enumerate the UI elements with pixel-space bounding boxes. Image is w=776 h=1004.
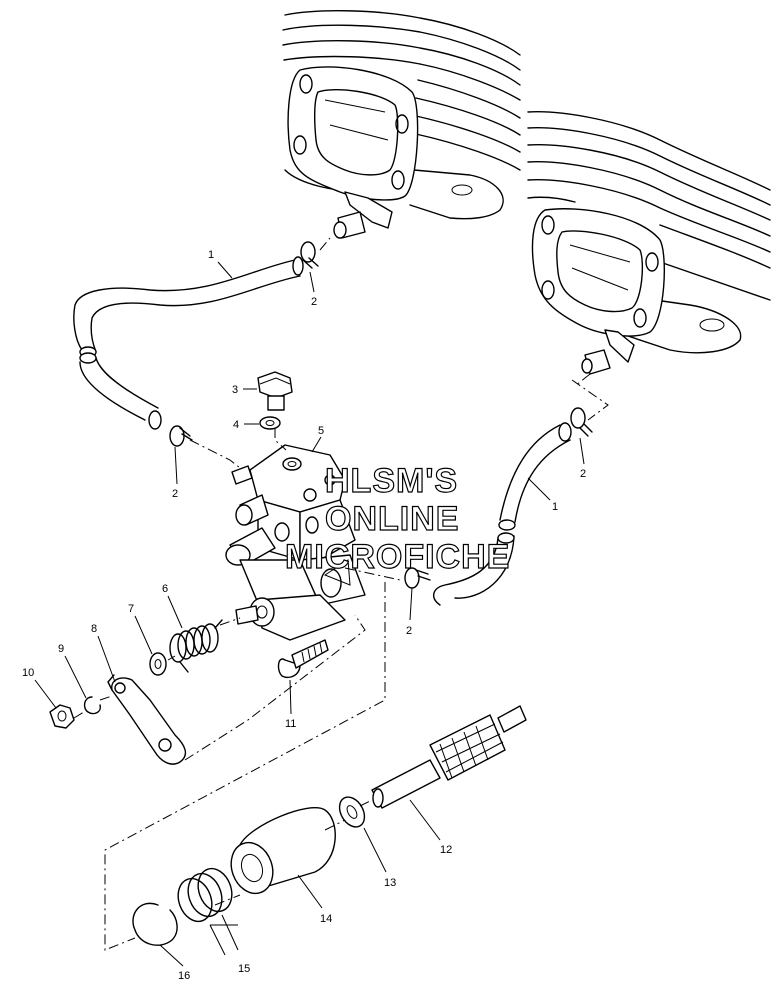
- callout-15: 15: [238, 963, 250, 975]
- shaft-washer: [338, 796, 366, 828]
- watermark-line-1: HLSM'S: [325, 462, 458, 500]
- clamp-1: [300, 241, 319, 269]
- callout-14: 14: [320, 913, 332, 925]
- sealing-washer: [259, 416, 281, 430]
- return-spring: [169, 619, 223, 673]
- lock-washer: [83, 696, 101, 715]
- watermark: HLSM'S ONLINE MICROFICHE: [284, 461, 510, 576]
- callout-8: 8: [91, 623, 97, 635]
- callout-7: 7: [128, 603, 134, 615]
- assembly-lines: [73, 237, 609, 951]
- callout-13: 13: [384, 877, 396, 889]
- callout-2-left: 2: [172, 488, 178, 500]
- callout-11: 11: [285, 718, 296, 730]
- callout-9: 9: [58, 643, 64, 655]
- hose-right: [433, 422, 572, 606]
- snap-ring: [132, 902, 178, 946]
- collar: [230, 807, 336, 895]
- pump-washer: [149, 652, 167, 676]
- leader-lines: [34, 261, 585, 967]
- callout-2-right: 2: [580, 468, 586, 480]
- cylinder-lower-right: [527, 111, 771, 375]
- mounting-bolt: [277, 639, 329, 679]
- callout-6: 6: [162, 583, 168, 595]
- callout-2-bottom: 2: [406, 625, 412, 637]
- clamp-2: [169, 425, 193, 447]
- banjo-bolt: [257, 371, 293, 411]
- callout-numbers: 1 2 2 3 4 5 6 7 8 9 10 11 12 13 14 15 16…: [22, 249, 586, 982]
- oil-pump: [225, 444, 366, 641]
- callout-2-top: 2: [311, 296, 317, 308]
- callout-12: 12: [440, 844, 452, 856]
- pump-lever: [107, 674, 187, 765]
- watermark-line-3: MICROFICHE: [285, 538, 510, 576]
- callout-16: 16: [178, 970, 190, 982]
- callout-5: 5: [318, 425, 324, 437]
- callout-1-left: 1: [208, 249, 214, 261]
- callout-10: 10: [22, 667, 34, 679]
- cylinder-upper: [282, 10, 521, 239]
- clamp-3: [570, 407, 593, 437]
- nut: [49, 704, 75, 729]
- callout-3: 3: [232, 384, 238, 396]
- callout-4: 4: [233, 419, 239, 431]
- hose-clamps: [169, 241, 593, 589]
- watermark-line-2: ONLINE: [325, 500, 459, 538]
- drive-shaft: [371, 705, 527, 809]
- coil-springs: [177, 867, 233, 923]
- callout-1-right: 1: [552, 501, 558, 513]
- hose-left: [73, 256, 304, 430]
